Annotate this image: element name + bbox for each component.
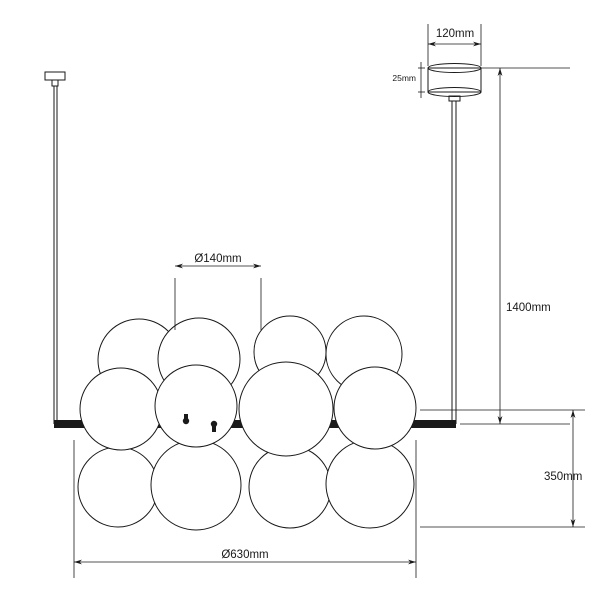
globe (79, 367, 163, 451)
globe-cluster-middle-row (79, 361, 417, 457)
globe (325, 439, 415, 529)
dimension-cluster-height: 350mm (420, 409, 585, 528)
globe (150, 439, 242, 531)
dim-label-canopy-diameter: 120mm (436, 28, 474, 40)
dimension-canopy-height: 25mm (392, 62, 425, 98)
globe (154, 364, 238, 448)
dim-label-globe-diameter: Ø140mm (194, 253, 241, 265)
dim-label-cluster-height: 350mm (544, 471, 582, 483)
dim-label-drop-height: 1400mm (506, 302, 551, 314)
dimension-globe-diameter: Ø140mm (174, 253, 262, 330)
right-suspension-rod (451, 101, 457, 424)
dimension-overall-diameter: Ø630mm (73, 440, 417, 578)
globe-cluster-bottom-row (77, 439, 415, 531)
ceiling-canopy (427, 63, 482, 102)
dimension-drop-height: 1400mm (460, 67, 570, 425)
dim-label-canopy-height: 25mm (392, 73, 416, 83)
globe (77, 446, 159, 528)
globe-connectors (182, 414, 218, 432)
globe (333, 366, 417, 450)
left-suspension-rod (44, 71, 66, 424)
globe (238, 361, 334, 457)
dim-label-overall-diameter: Ø630mm (221, 549, 268, 561)
dimension-canopy-diameter: 120mm (427, 24, 482, 66)
globe (248, 445, 332, 529)
